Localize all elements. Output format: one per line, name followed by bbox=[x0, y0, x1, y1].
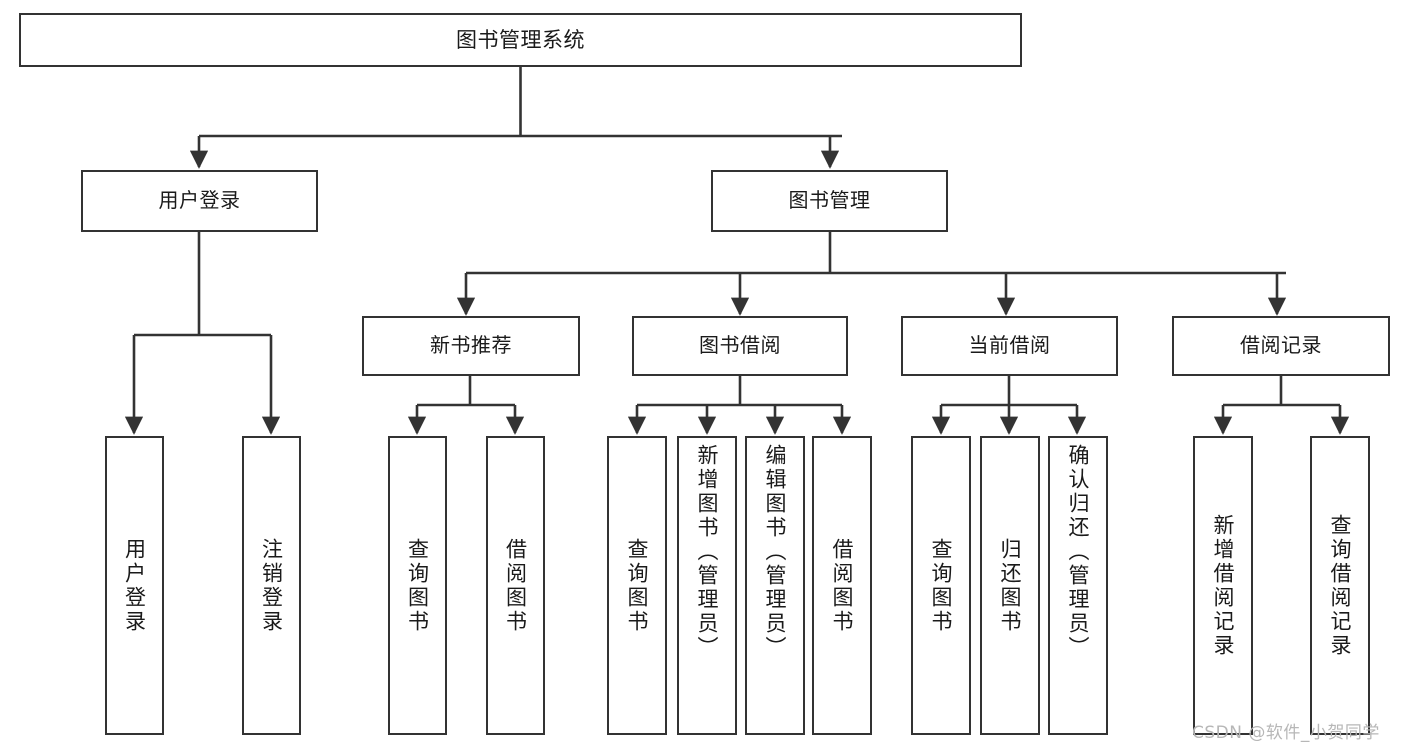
node-leaf-borrow-book-2[interactable]: 借阅图书 bbox=[812, 436, 872, 735]
node-label: 查询借阅记录 bbox=[1328, 513, 1353, 658]
node-borrow-record[interactable]: 借阅记录 bbox=[1172, 316, 1390, 376]
watermark-csdn: CSDN @软件_小贺同学 bbox=[1192, 723, 1380, 743]
node-current-borrow[interactable]: 当前借阅 bbox=[901, 316, 1118, 376]
node-label: 确认归还（管理员） bbox=[1066, 444, 1091, 660]
node-leaf-borrow-book-1[interactable]: 借阅图书 bbox=[486, 436, 545, 735]
node-label: 查询图书 bbox=[405, 537, 430, 634]
node-label: 新增借阅记录 bbox=[1211, 513, 1236, 658]
node-label: 新增图书（管理员） bbox=[695, 444, 720, 660]
node-leaf-query-book-1[interactable]: 查询图书 bbox=[388, 436, 447, 735]
node-book-management[interactable]: 图书管理 bbox=[711, 170, 948, 232]
node-leaf-query-book-3[interactable]: 查询图书 bbox=[911, 436, 971, 735]
node-leaf-add-book[interactable]: 新增图书（管理员） bbox=[677, 436, 737, 735]
node-label: 图书管理系统 bbox=[456, 27, 585, 52]
node-book-borrow[interactable]: 图书借阅 bbox=[632, 316, 848, 376]
node-leaf-user-login[interactable]: 用户登录 bbox=[105, 436, 164, 735]
node-label: 归还图书 bbox=[998, 537, 1023, 634]
node-label: 借阅图书 bbox=[830, 537, 855, 634]
node-leaf-return-book[interactable]: 归还图书 bbox=[980, 436, 1040, 735]
node-label: 查询图书 bbox=[929, 537, 954, 634]
node-label: 图书借阅 bbox=[699, 333, 781, 358]
node-leaf-logout-login[interactable]: 注销登录 bbox=[242, 436, 301, 735]
node-label: 借阅记录 bbox=[1240, 333, 1322, 358]
node-label: 用户登录 bbox=[158, 188, 241, 213]
node-label: 借阅图书 bbox=[503, 537, 528, 634]
node-user-login[interactable]: 用户登录 bbox=[81, 170, 318, 232]
node-label: 用户登录 bbox=[122, 537, 147, 634]
node-leaf-query-record[interactable]: 查询借阅记录 bbox=[1310, 436, 1370, 735]
node-leaf-query-book-2[interactable]: 查询图书 bbox=[607, 436, 667, 735]
node-label: 编辑图书（管理员） bbox=[763, 444, 788, 660]
node-root-book-management-system[interactable]: 图书管理系统 bbox=[19, 13, 1022, 67]
node-label: 注销登录 bbox=[259, 537, 284, 634]
node-label: 查询图书 bbox=[625, 537, 650, 634]
node-leaf-edit-book[interactable]: 编辑图书（管理员） bbox=[745, 436, 805, 735]
node-leaf-confirm-return[interactable]: 确认归还（管理员） bbox=[1048, 436, 1108, 735]
node-label: 新书推荐 bbox=[430, 333, 512, 358]
node-leaf-add-record[interactable]: 新增借阅记录 bbox=[1193, 436, 1253, 735]
node-new-book-recommend[interactable]: 新书推荐 bbox=[362, 316, 580, 376]
node-label: 当前借阅 bbox=[968, 333, 1051, 358]
node-label: 图书管理 bbox=[788, 188, 871, 213]
